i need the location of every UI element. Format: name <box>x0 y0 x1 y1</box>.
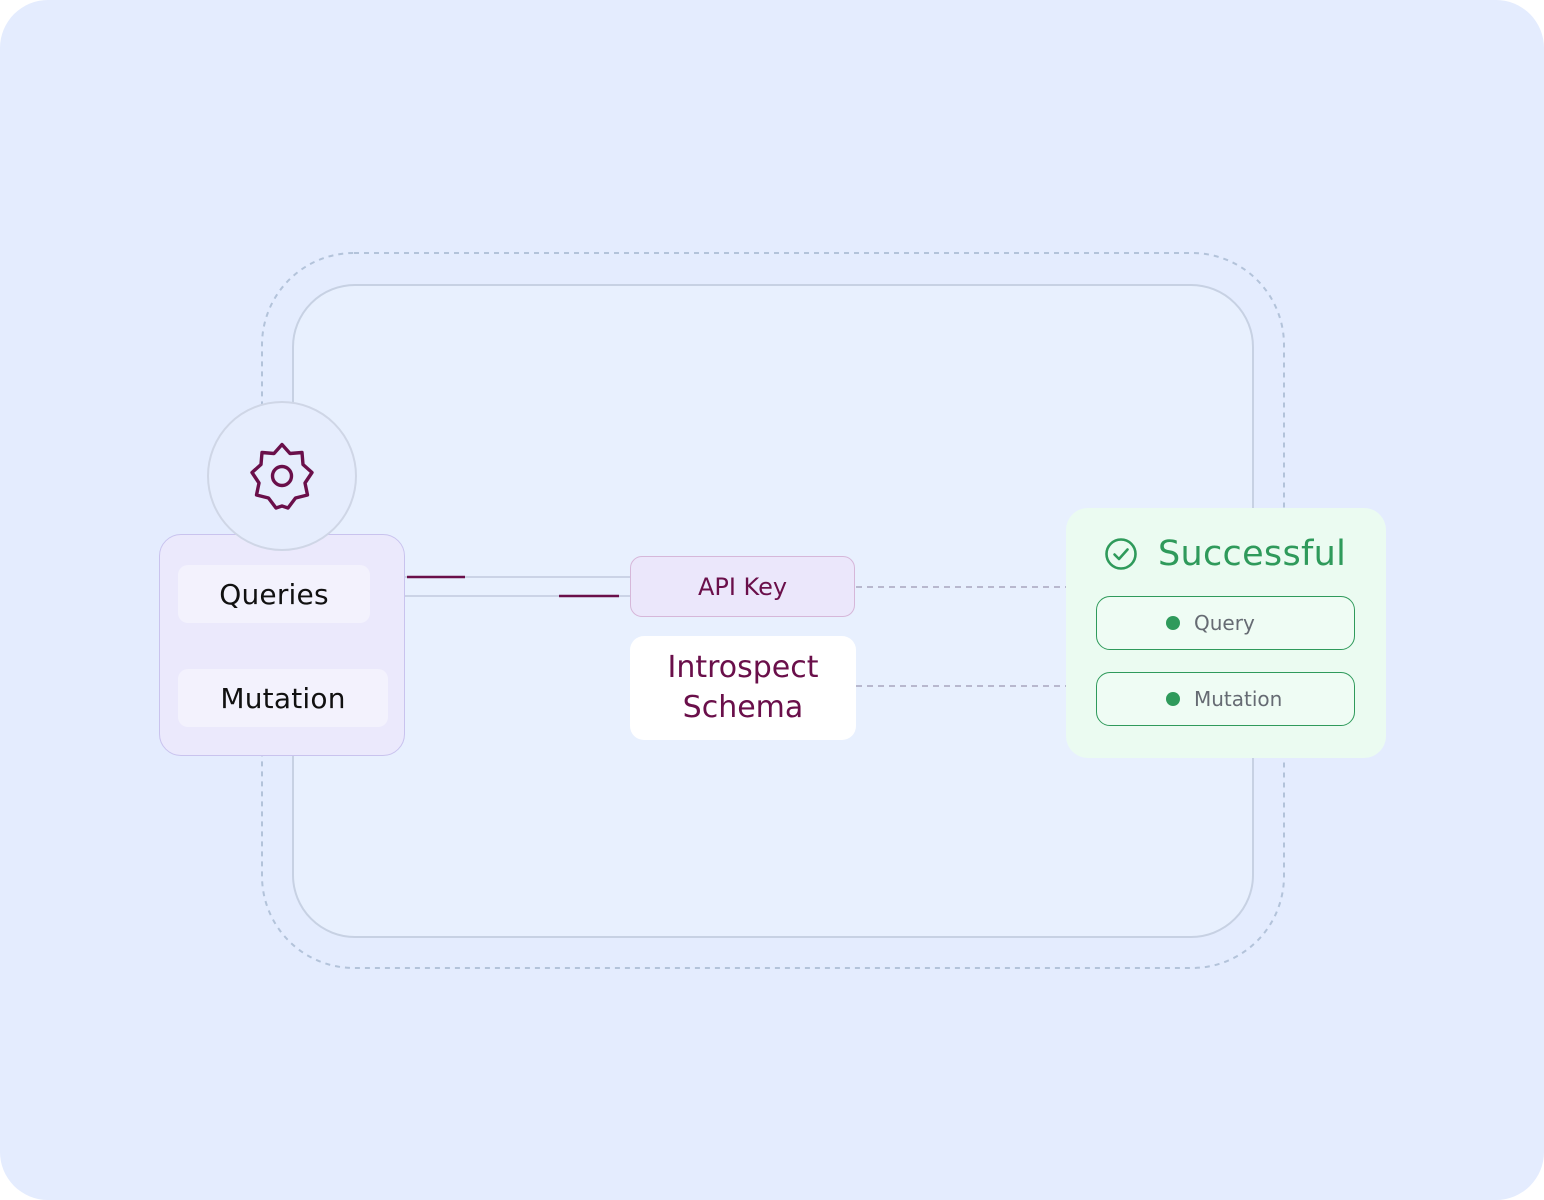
gear-icon <box>250 442 314 510</box>
operations-card: Queries Mutation <box>159 534 405 756</box>
introspect-label-line2: Schema <box>682 690 804 725</box>
settings-badge <box>207 401 357 551</box>
result-header: Successful <box>1104 534 1346 574</box>
mutation-item[interactable]: Mutation <box>178 669 388 727</box>
dot-icon <box>1166 692 1180 706</box>
result-card: Successful Query Mutation <box>1066 508 1386 758</box>
result-item-mutation[interactable]: Mutation <box>1096 672 1355 726</box>
result-item-query[interactable]: Query <box>1096 596 1355 650</box>
result-item-label: Mutation <box>1194 687 1283 711</box>
dot-icon <box>1166 616 1180 630</box>
api-key-node[interactable]: API Key <box>630 556 855 617</box>
result-item-label: Query <box>1194 611 1255 635</box>
check-circle-icon <box>1105 538 1137 570</box>
introspect-schema-node[interactable]: Introspect Schema <box>630 636 856 740</box>
result-title: Successful <box>1158 534 1347 574</box>
introspect-label-line1: Introspect <box>667 650 819 685</box>
queries-item[interactable]: Queries <box>178 565 370 623</box>
